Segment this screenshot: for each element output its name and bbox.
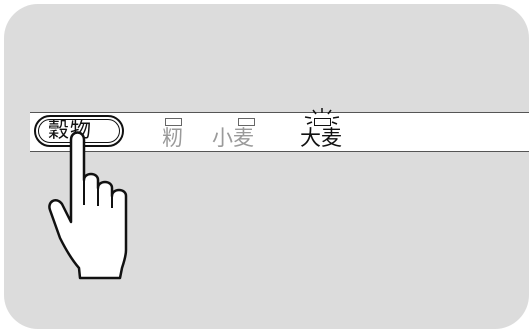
indicator-wheat bbox=[238, 118, 255, 126]
option-wheat-label: 小麦 bbox=[212, 126, 254, 150]
lit-indicator-icon bbox=[304, 108, 340, 125]
indicator-rice bbox=[165, 118, 182, 126]
option-rice-label: 籾 bbox=[162, 126, 183, 150]
indicator-barley bbox=[314, 118, 331, 126]
option-barley-label: 大麦 bbox=[300, 126, 342, 150]
